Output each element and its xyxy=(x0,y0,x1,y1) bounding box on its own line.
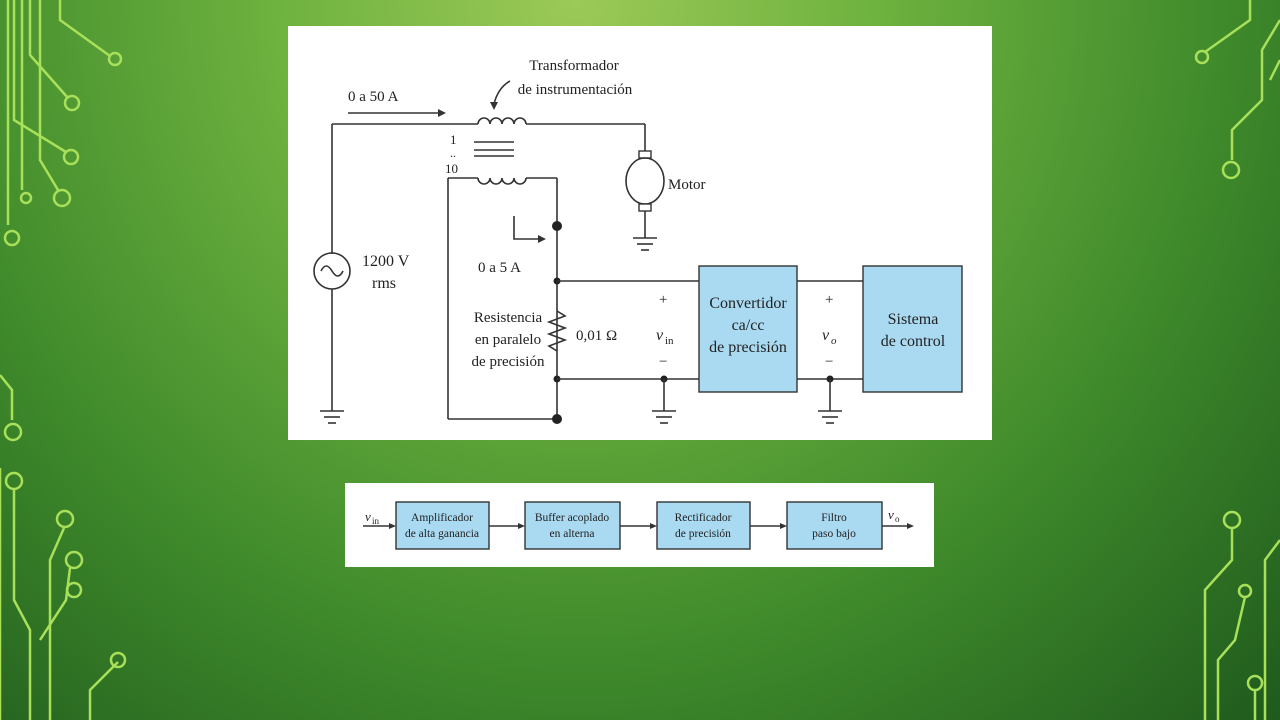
motor-icon xyxy=(625,157,665,205)
vo-plus: + xyxy=(825,292,833,308)
input-var: v xyxy=(365,509,371,524)
turns-ratio-separator: .. xyxy=(450,146,456,160)
lowpass-filter-block xyxy=(786,501,883,550)
vin-var: v xyxy=(656,327,664,344)
vin-sub: in xyxy=(665,335,674,347)
vo-var: v xyxy=(822,327,830,344)
block-label: Buffer acoplado xyxy=(535,512,609,524)
block-label: Rectificador xyxy=(675,512,732,524)
buffer-block xyxy=(524,501,621,550)
output-sub: o xyxy=(895,514,900,524)
rectifier-block xyxy=(656,501,751,550)
ground-icon xyxy=(818,410,842,424)
ground-icon xyxy=(320,410,344,424)
resistor-icon xyxy=(546,310,568,352)
ground-icon xyxy=(633,237,657,251)
shunt-label-line2: en paralelo xyxy=(475,332,541,348)
source-rms-label: rms xyxy=(372,275,396,292)
control-label-line2: de control xyxy=(881,333,946,350)
block-label: Filtro xyxy=(821,512,847,524)
turns-ratio-bottom: 10 xyxy=(445,161,458,176)
vo-minus: − xyxy=(825,354,833,370)
transformer-label-line2: de instrumentación xyxy=(518,82,633,98)
block-label: Amplificador xyxy=(411,512,473,524)
motor-label: Motor xyxy=(668,177,706,193)
block-label: de precisión xyxy=(675,528,731,540)
vo-sub: o xyxy=(831,335,837,347)
shunt-label-line3: de precisión xyxy=(472,354,545,370)
control-label-line1: Sistema xyxy=(888,311,939,328)
shunt-label-line1: Resistencia xyxy=(474,310,543,326)
converter-block xyxy=(698,265,798,393)
circuit-schematic-panel: Transformador de instrumentación 0 a 50 … xyxy=(288,26,992,440)
vin-plus: + xyxy=(659,292,667,308)
input-sub: in xyxy=(372,516,380,526)
transformer-icon xyxy=(474,117,527,185)
converter-label-line1: Convertidor xyxy=(709,295,787,312)
circuit-schematic: Transformador de instrumentación 0 a 50 … xyxy=(313,58,963,424)
block-diagram-panel: v in v o Amplificador de alta ganancia B… xyxy=(345,483,934,567)
primary-current-label: 0 a 50 A xyxy=(348,89,399,105)
control-system-block xyxy=(862,265,963,393)
turns-ratio-top: 1 xyxy=(450,132,457,147)
output-var: v xyxy=(888,507,894,522)
transformer-label-line1: Transformador xyxy=(529,58,618,74)
converter-label-line3: de precisión xyxy=(709,339,787,356)
converter-label-line2: ca/cc xyxy=(732,317,765,334)
block-label: en alterna xyxy=(549,528,594,540)
source-voltage-label: 1200 V xyxy=(362,253,410,270)
block-diagram: v in v o Amplificador de alta ganancia B… xyxy=(363,501,914,550)
amplifier-block xyxy=(395,501,490,550)
block-label: de alta ganancia xyxy=(405,528,479,540)
secondary-current-label: 0 a 5 A xyxy=(478,260,521,276)
block-label: paso bajo xyxy=(812,528,856,540)
vin-minus: − xyxy=(659,354,667,370)
shunt-value-label: 0,01 Ω xyxy=(576,328,617,344)
ground-icon xyxy=(652,410,676,424)
